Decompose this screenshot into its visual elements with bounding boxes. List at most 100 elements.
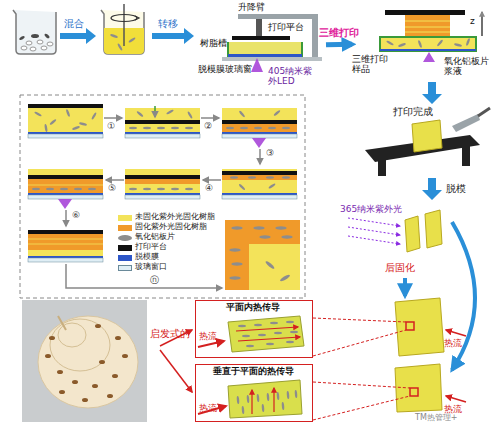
step-arrows bbox=[65, 210, 67, 226]
legend-row: 固化紫外光固化树脂 bbox=[118, 223, 223, 233]
shell-photo bbox=[58, 323, 86, 347]
step-panel bbox=[28, 256, 103, 258]
final-samples bbox=[410, 388, 418, 396]
printing-sample-illustration bbox=[398, 43, 406, 48]
callout-number: ⑥ bbox=[72, 210, 86, 220]
printing-sample-illustration bbox=[418, 40, 423, 48]
watermark: TM热管理+ bbox=[415, 413, 493, 422]
sample-group: z三维打印样品氧化铝板片浆液 bbox=[352, 2, 490, 84]
legend-row: 脱模膜 bbox=[118, 253, 223, 263]
step-panel bbox=[60, 188, 68, 190]
shell-photo bbox=[95, 324, 101, 328]
final-samples bbox=[395, 298, 444, 356]
part-label: 热流 bbox=[199, 403, 219, 413]
final-samples bbox=[313, 298, 466, 420]
step-panel bbox=[28, 108, 103, 132]
shell-photo bbox=[22, 300, 147, 422]
zoom-panel bbox=[231, 262, 242, 265]
printing-sample-illustration bbox=[466, 38, 471, 46]
step-panel bbox=[125, 169, 200, 199]
in-plane-block bbox=[246, 345, 254, 347]
step-label: 后固化 bbox=[385, 262, 425, 274]
zoom-panel bbox=[281, 235, 292, 238]
final-samples bbox=[446, 396, 466, 402]
printer-illustration bbox=[312, 14, 318, 60]
printer-illustration bbox=[228, 42, 302, 56]
legend-swatch bbox=[118, 265, 132, 271]
shell-photo bbox=[38, 316, 138, 408]
shell-photo bbox=[58, 316, 66, 330]
beaker-powder bbox=[13, 10, 56, 54]
step-panel bbox=[254, 127, 262, 129]
step-label: 脱模 bbox=[446, 183, 472, 195]
in-plane-block bbox=[198, 316, 304, 352]
beaker-mixing bbox=[110, 34, 118, 39]
beaker-powder bbox=[30, 47, 36, 51]
printer-group: 升降臂打印平台树脂槽脱模膜玻璃窗405纳米紫外LED bbox=[198, 2, 326, 90]
uv-post-cure bbox=[425, 210, 442, 248]
part-label: 热流 bbox=[199, 331, 219, 341]
printing-sample-illustration bbox=[405, 15, 450, 37]
zoom-panel bbox=[279, 274, 290, 283]
step-panel bbox=[74, 188, 82, 190]
final-samples bbox=[406, 322, 414, 330]
step-arrows bbox=[66, 264, 222, 288]
uv-post-cure bbox=[348, 218, 400, 226]
heat-box: 平面内热传导热流 bbox=[195, 300, 313, 358]
shell-photo bbox=[22, 300, 147, 422]
final-samples bbox=[313, 318, 406, 322]
perpendicular-block bbox=[261, 404, 264, 412]
perpendicular-block bbox=[294, 390, 297, 398]
step-panel bbox=[239, 110, 246, 118]
printed-part-illustration bbox=[412, 120, 442, 152]
shell-photo bbox=[72, 380, 78, 384]
shell-photo bbox=[45, 354, 51, 358]
step-panel bbox=[44, 124, 48, 132]
in-plane-block bbox=[274, 332, 282, 334]
step-panel bbox=[28, 104, 103, 138]
perpendicular-block bbox=[246, 395, 249, 403]
uv-post-cure bbox=[348, 210, 475, 370]
perpendicular-block bbox=[276, 392, 279, 400]
step-panel bbox=[171, 127, 179, 129]
printing-sample-illustration bbox=[380, 10, 482, 62]
printing-sample-illustration bbox=[405, 32, 450, 33]
printing-sample-illustration bbox=[385, 10, 465, 15]
perpendicular-block bbox=[266, 393, 269, 401]
step-panel bbox=[143, 127, 151, 129]
step-panel bbox=[222, 169, 297, 193]
callout-number: ① bbox=[107, 121, 121, 131]
legend-swatch bbox=[118, 215, 132, 221]
beaker-powder bbox=[47, 42, 53, 46]
step-panel bbox=[28, 244, 103, 245]
step-panel bbox=[28, 132, 103, 134]
step-panel bbox=[28, 179, 103, 193]
uv-post-cure bbox=[348, 227, 400, 235]
perpendicular-block bbox=[281, 402, 284, 410]
printing-sample-illustration bbox=[481, 12, 482, 36]
step-panel bbox=[222, 108, 297, 132]
step-panel bbox=[222, 169, 297, 199]
zoom-panel bbox=[229, 248, 240, 251]
step-panel bbox=[187, 111, 193, 119]
step-label: 混合 bbox=[64, 18, 94, 30]
zoom-panel bbox=[229, 276, 240, 279]
zoom-panel bbox=[275, 226, 286, 229]
step-panel bbox=[125, 134, 200, 138]
beaker-powder bbox=[21, 46, 27, 50]
beaker-mixing bbox=[111, 15, 137, 22]
callout-number: ③ bbox=[266, 148, 280, 158]
perpendicular-block bbox=[286, 391, 289, 399]
beaker-mixing bbox=[117, 43, 123, 51]
step-panel bbox=[66, 109, 71, 117]
in-plane-block bbox=[266, 343, 274, 345]
step-panel bbox=[46, 188, 54, 190]
step-panel bbox=[58, 199, 72, 209]
printer-illustration bbox=[251, 58, 263, 72]
step-panel bbox=[252, 138, 266, 148]
edge-label: 三维打印 bbox=[317, 27, 361, 39]
step-panel bbox=[185, 188, 193, 190]
box-heading: 平面内热传导 bbox=[196, 302, 310, 312]
in-plane-block bbox=[238, 325, 246, 327]
step-panel bbox=[157, 127, 165, 129]
